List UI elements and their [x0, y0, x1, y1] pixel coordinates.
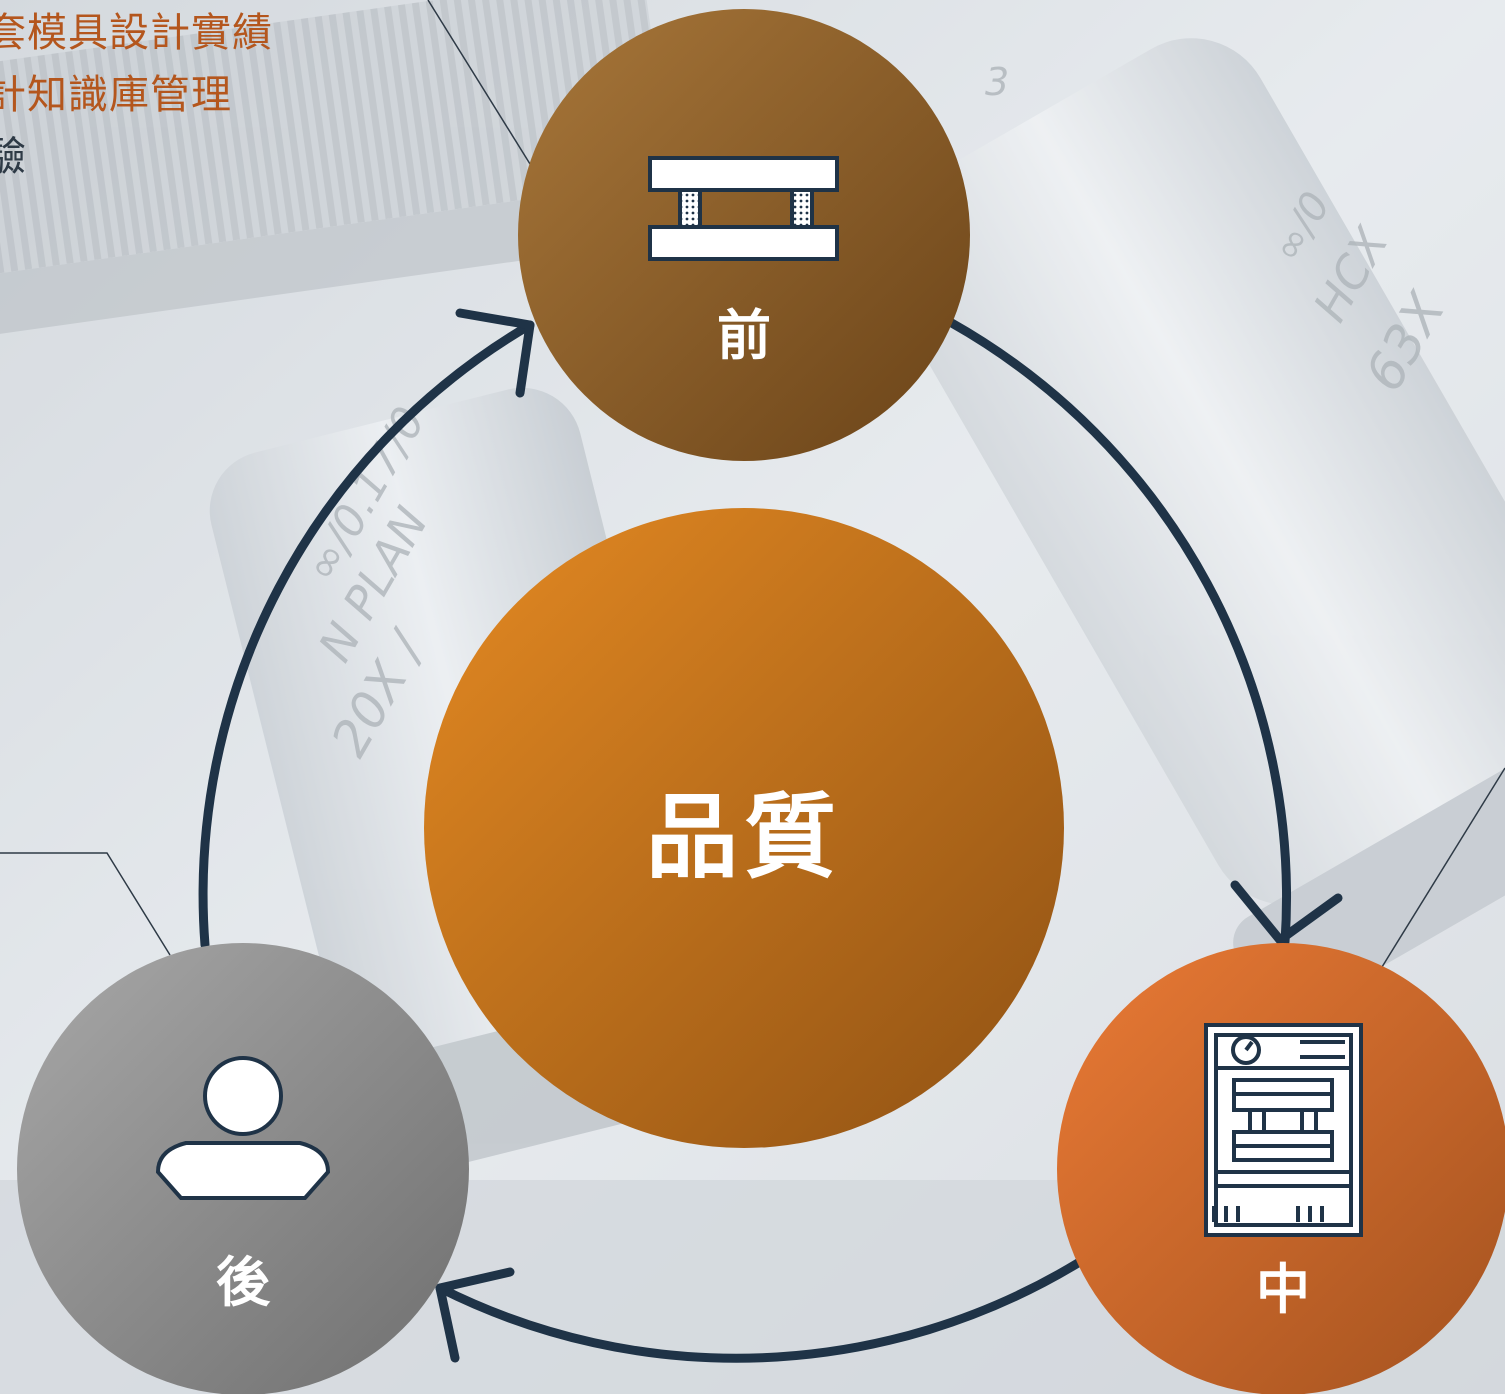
- callout-line-pre: [427, 0, 536, 173]
- arrowhead-mid: [1230, 880, 1343, 945]
- arc-pre-to-mid: [945, 317, 1292, 947]
- node-center-label: 品質: [645, 784, 842, 891]
- quality-bullet-list: 套模具設計實績 計知識庫管理 驗: [0, 2, 273, 188]
- node-mid-label: 中: [1256, 1258, 1310, 1321]
- arrowhead-pre: [455, 308, 535, 398]
- arc-mid-to-post: [435, 1258, 1083, 1363]
- bullet-item: 套模具設計實績: [0, 10, 273, 56]
- ring-mark: 3: [985, 60, 1009, 104]
- callout-line-mid: [1381, 767, 1505, 968]
- arrowhead-post: [435, 1267, 515, 1363]
- bullet-item: 驗: [0, 134, 27, 180]
- bullet-item: 計知識庫管理: [0, 72, 232, 118]
- callout-line-post: [0, 852, 171, 956]
- node-pre-label: 前: [717, 304, 771, 367]
- node-post-label: 後: [216, 1251, 270, 1314]
- node-center: [424, 508, 1064, 1148]
- arc-post-to-pre: [198, 320, 535, 950]
- press-machine-icon: [1204, 1023, 1363, 1237]
- person-icon: [155, 1056, 331, 1200]
- mold-plates-icon: [648, 156, 839, 261]
